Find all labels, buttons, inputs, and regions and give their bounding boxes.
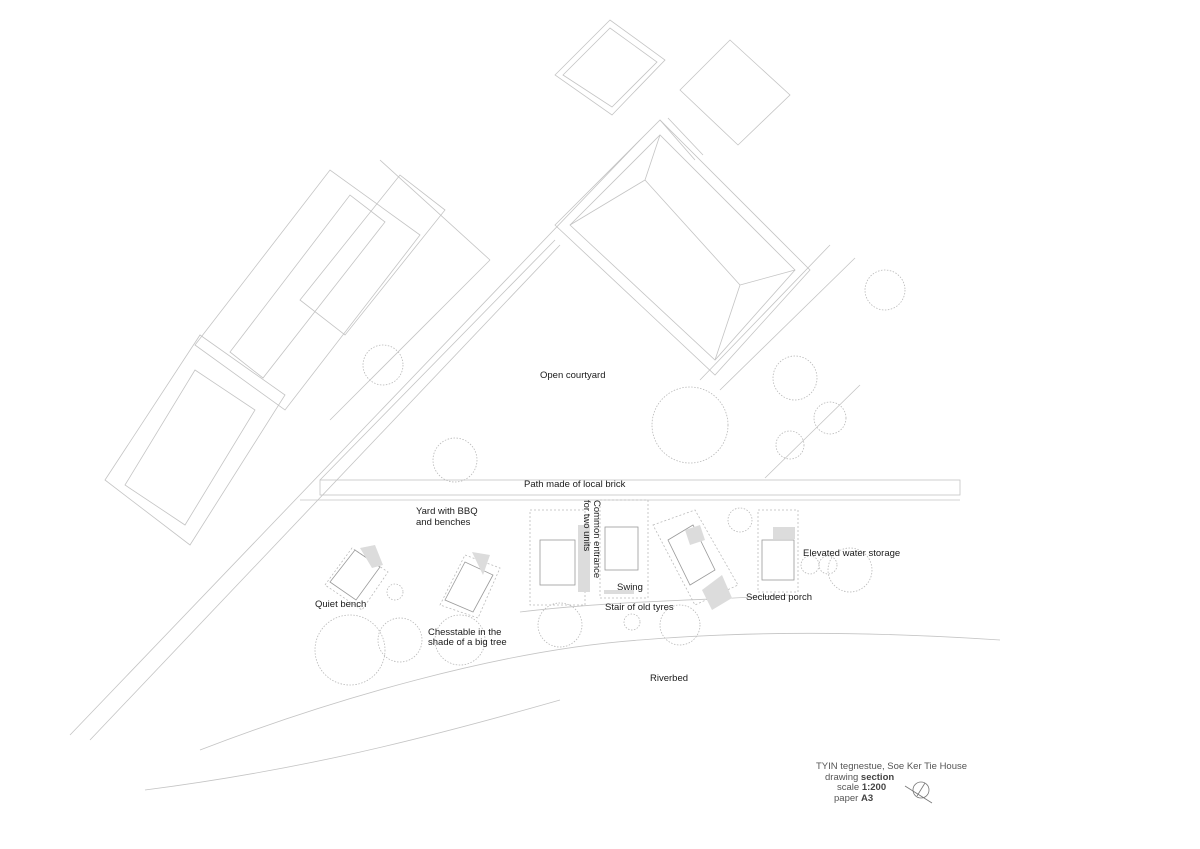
- trees: [314, 269, 906, 686]
- drawing-label: drawing: [825, 771, 859, 783]
- riverbed-lines: [144, 594, 1001, 791]
- title-block: TYIN tegnestue, Soe Ker Tie House drawin…: [800, 761, 1000, 804]
- title-block-title: TYIN tegnestue, Soe Ker Tie House: [816, 761, 968, 772]
- scale-label: scale: [837, 782, 860, 793]
- label-swing: Swing: [617, 582, 643, 593]
- label-common-entrance-1: Common entrance: [591, 500, 602, 579]
- hatched-areas: [360, 525, 795, 610]
- brick-path: [300, 479, 961, 501]
- label-yard-2: and benches: [416, 517, 471, 528]
- label-yard-1: Yard with BBQ: [416, 506, 478, 517]
- label-secluded-porch: Secluded porch: [746, 592, 813, 603]
- label-common-entrance-2: for two units: [581, 500, 592, 552]
- paper-label: paper: [834, 792, 859, 804]
- drawing-value: section: [860, 771, 895, 783]
- houses: [324, 499, 799, 619]
- label-chesstable-1: Chesstable in the: [428, 627, 502, 638]
- north-small-buildings: [554, 19, 791, 146]
- diagonal-roads: [69, 139, 861, 741]
- label-riverbed: Riverbed: [650, 673, 689, 684]
- label-elevated-water: Elevated water storage: [803, 548, 901, 559]
- paper-value: A3: [860, 792, 874, 804]
- label-chesstable-2: shade of a big tree: [428, 637, 507, 648]
- label-open-courtyard: Open courtyard: [540, 370, 606, 381]
- main-building-roof: [554, 117, 811, 376]
- label-quiet-bench: Quiet bench: [315, 599, 367, 610]
- west-buildings: [104, 159, 491, 546]
- scale-value: 1:200: [861, 782, 887, 793]
- label-stair-tyres: Stair of old tyres: [605, 602, 674, 613]
- label-path: Path made of local brick: [524, 479, 626, 490]
- north-arrow-icon: [904, 781, 933, 804]
